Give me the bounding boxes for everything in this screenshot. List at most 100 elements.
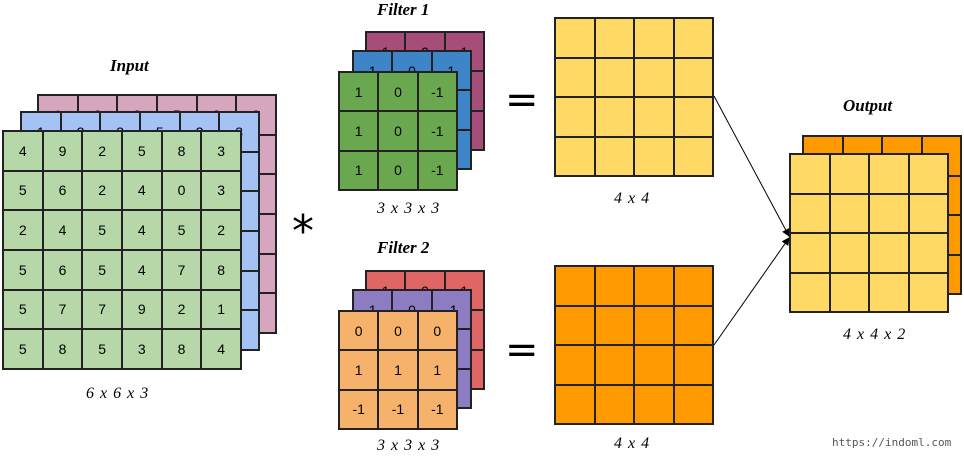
grid-cell [790, 233, 830, 273]
output-layer-front [789, 153, 949, 313]
grid-cell [908, 233, 948, 273]
grid-cell [555, 97, 595, 137]
grid-cell: 7 [82, 289, 122, 330]
grid-cell: 2 [201, 210, 241, 250]
grid-cell: 0 [417, 311, 457, 351]
grid-cell: -1 [417, 72, 457, 112]
output-dims: 4 x 4 x 2 [843, 326, 907, 343]
grid-cell: 4 [122, 210, 162, 250]
grid-cell [594, 136, 634, 176]
grid-cell [634, 345, 674, 385]
grid-cell: 0 [378, 111, 418, 151]
grid-cell: 4 [42, 210, 83, 250]
result2-dims: 4 x 4 [614, 435, 651, 452]
grid-cell: 1 [339, 350, 379, 390]
grid-cell: 3 [201, 170, 241, 211]
grid-cell: 4 [122, 170, 162, 211]
grid-cell [594, 97, 634, 137]
equals-sign-1: = [505, 77, 539, 123]
grid-cell [594, 384, 634, 424]
grid-cell: -1 [378, 389, 418, 429]
filter2-title: Filter 2 [377, 238, 430, 257]
grid-cell [829, 154, 869, 194]
grid-cell [829, 193, 869, 233]
grid-cell [869, 272, 909, 312]
grid-cell: 9 [42, 131, 83, 171]
convolution-operator: * [292, 206, 314, 257]
grid-cell: 1 [201, 289, 241, 330]
grid-cell: 5 [3, 329, 43, 369]
grid-cell [673, 384, 713, 424]
result-map-1 [554, 17, 714, 177]
grid-cell [673, 345, 713, 385]
grid-cell [869, 154, 909, 194]
grid-cell: 5 [3, 289, 43, 330]
grid-cell [673, 136, 713, 176]
grid-cell: 4 [201, 329, 241, 369]
equals-sign-2: = [505, 327, 539, 373]
credit-url: https://indoml.com [832, 436, 952, 449]
grid-cell [908, 272, 948, 312]
grid-cell [634, 136, 674, 176]
grid-cell: -1 [417, 150, 457, 190]
grid-cell [555, 384, 595, 424]
grid-cell [673, 97, 713, 137]
grid-cell: 8 [201, 250, 241, 290]
grid-cell: 8 [42, 329, 83, 369]
grid-cell: -1 [417, 389, 457, 429]
filter1-title: Filter 1 [377, 0, 430, 19]
input-dims: 6 x 6 x 3 [86, 385, 150, 402]
grid-cell [594, 57, 634, 97]
grid-cell: 7 [161, 250, 202, 290]
grid-cell: 5 [3, 170, 43, 211]
filter2-dims: 3 x 3 x 3 [377, 437, 441, 454]
grid-cell [555, 57, 595, 97]
grid-cell [829, 272, 869, 312]
grid-cell [673, 305, 713, 345]
grid-cell [790, 193, 830, 233]
grid-cell: 6 [42, 170, 83, 211]
grid-cell: 1 [339, 72, 379, 112]
grid-cell: 5 [82, 250, 122, 290]
grid-cell: 2 [82, 131, 122, 171]
grid-cell [555, 266, 595, 306]
grid-cell: 2 [3, 210, 43, 250]
grid-cell [908, 193, 948, 233]
grid-cell: 5 [82, 329, 122, 369]
grid-cell: 5 [122, 131, 162, 171]
grid-cell: 0 [378, 150, 418, 190]
grid-cell: 5 [3, 250, 43, 290]
grid-cell: 2 [161, 289, 202, 330]
grid-cell [634, 97, 674, 137]
grid-cell: 1 [339, 111, 379, 151]
grid-cell [594, 266, 634, 306]
grid-cell [634, 57, 674, 97]
grid-cell [634, 384, 674, 424]
grid-cell: 6 [42, 250, 83, 290]
grid-cell: 4 [3, 131, 43, 171]
grid-cell: 3 [201, 131, 241, 171]
grid-cell [673, 18, 713, 58]
grid-cell: 1 [417, 350, 457, 390]
grid-cell [555, 18, 595, 58]
grid-cell: 1 [378, 350, 418, 390]
grid-cell: 8 [161, 329, 202, 369]
filter1-dims: 3 x 3 x 3 [377, 200, 441, 217]
grid-cell [869, 233, 909, 273]
grid-cell: 0 [378, 72, 418, 112]
grid-cell [634, 18, 674, 58]
grid-cell: 0 [339, 311, 379, 351]
grid-cell: 1 [339, 150, 379, 190]
grid-cell: 5 [161, 210, 202, 250]
arrow-result2-to-output [713, 237, 790, 346]
grid-cell [594, 305, 634, 345]
grid-cell [908, 154, 948, 194]
input-title: Input [110, 56, 149, 75]
grid-cell: 7 [42, 289, 83, 330]
grid-cell [555, 345, 595, 385]
grid-cell [634, 266, 674, 306]
